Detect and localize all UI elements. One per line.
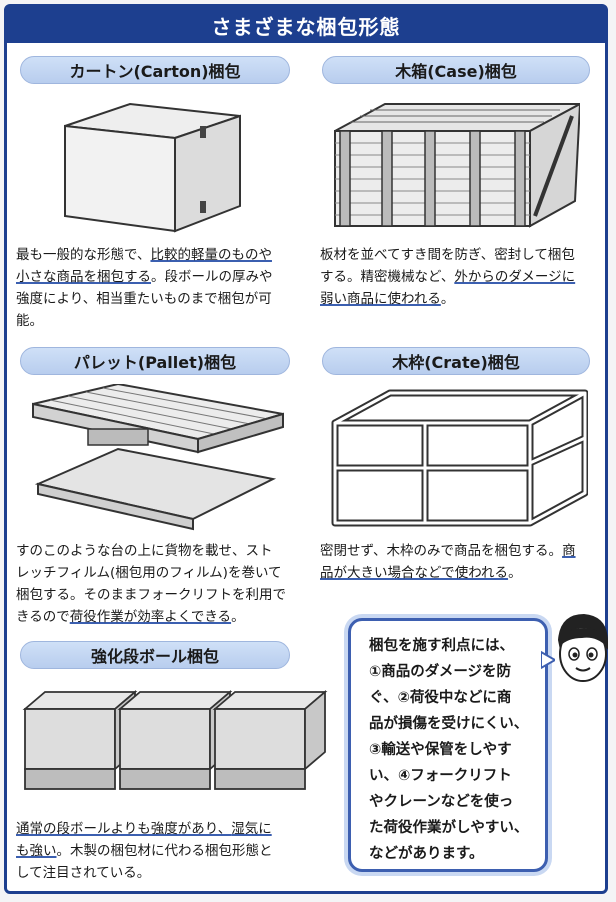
case-desc-text: 板材を並べてすき間を防ぎ、密封して梱包	[320, 247, 575, 263]
bubble-line: ③輸送や保管をしやす	[369, 742, 512, 758]
bubble-line: 梱包を施す利点には、	[369, 638, 514, 654]
carton-box-illustration	[64, 102, 241, 233]
carton-description: 最も一般的な形態で、比較的軽量のものや 小さな商品を梱包する。段ボールの厚みや …	[16, 244, 306, 332]
reinforced-desc-text: 。木製の梱包材に代わる梱包形態と	[56, 843, 273, 859]
case-desc-highlight: 弱い商品に使われる	[320, 291, 441, 307]
pallet-desc-text: 梱包する。そのままフォークリフトを利用で	[16, 587, 286, 603]
reinforced-desc-highlight: も強い	[16, 843, 57, 859]
speech-bubble-tail	[541, 650, 555, 670]
reinforced-desc-highlight: 通常の段ボールよりも強度があり、	[16, 821, 232, 837]
carton-desc-highlight: 小さな商品を梱包する	[16, 269, 151, 285]
reinforced-cardboard-illustration	[22, 690, 328, 790]
crate-desc-highlight: 商	[562, 543, 576, 559]
case-desc-highlight: 外からのダメージに	[454, 269, 576, 285]
pallet-illustration	[32, 384, 284, 531]
pallet-desc-text: すのこのような台の上に貨物を載せ、スト	[16, 543, 273, 559]
reinforced-desc-text: して注目されている。	[16, 865, 151, 881]
benefits-speech-bubble: 梱包を施す利点には、 ①商品のダメージを防 ぐ、②荷役中などに商 品が損傷を受け…	[348, 618, 548, 872]
wooden-case-illustration	[334, 102, 580, 228]
carton-desc-text: 。段ボールの厚みや	[151, 269, 273, 285]
bubble-line: やクレーンなどを使っ	[369, 794, 514, 810]
carton-desc-text: 強度により、相当重たいものまで梱包が可	[16, 291, 272, 307]
pallet-desc-text: 。	[231, 609, 245, 625]
wooden-crate-illustration	[331, 389, 588, 527]
case-desc-text: 。	[440, 291, 455, 307]
crate-desc-text: 密閉せず、木枠のみで商品を梱包する。	[320, 543, 563, 559]
bubble-line: い、④フォークリフト	[369, 768, 512, 784]
pallet-desc-highlight: 荷役作業が効率よくできる	[69, 609, 232, 625]
reinforced-desc-highlight: 湿気に	[231, 821, 272, 837]
bubble-line: た荷役作業がしやすい、	[369, 820, 529, 836]
reinforced-description: 通常の段ボールよりも強度があり、湿気に も強い。木製の梱包材に代わる梱包形態と …	[16, 818, 306, 884]
pallet-description: すのこのような台の上に貨物を載せ、スト レッチフィルム(梱包用のフィルム)を巻い…	[16, 540, 316, 628]
case-desc-text: する。精密機械など、	[320, 269, 455, 285]
carton-desc-text: 能。	[16, 313, 43, 329]
pallet-heading: パレット(Pallet)梱包	[20, 347, 290, 375]
pallet-desc-text: きるので	[16, 609, 70, 625]
reinforced-heading: 強化段ボール梱包	[20, 641, 290, 669]
crate-description: 密閉せず、木枠のみで商品を梱包する。商 品が大きい場合などで使われる。	[320, 540, 605, 584]
crate-desc-highlight: 品が大きい場合などで使われる	[320, 565, 509, 581]
bubble-line: 品が損傷を受けにくい、	[369, 716, 529, 732]
crate-heading: 木枠(Crate)梱包	[322, 347, 590, 375]
carton-heading: カートン(Carton)梱包	[20, 56, 290, 84]
case-description: 板材を並べてすき間を防ぎ、密封して梱包 する。精密機械など、外からのダメージに …	[320, 244, 600, 310]
page-title: さまざまな梱包形態	[7, 7, 605, 43]
case-heading: 木箱(Case)梱包	[322, 56, 590, 84]
character-face-icon	[558, 614, 608, 682]
carton-desc-text: 最も一般的な形態で、	[16, 247, 151, 263]
crate-desc-text: 。	[508, 565, 522, 581]
bubble-line: ぐ、②荷役中などに商	[369, 690, 512, 706]
carton-desc-highlight: 比較的軽量のものや	[150, 247, 272, 263]
bubble-line: などがあります。	[369, 846, 484, 862]
pallet-desc-text: レッチフィルム(梱包用のフィルム)を巻いて	[16, 565, 282, 581]
bubble-line: ①商品のダメージを防	[369, 664, 512, 680]
